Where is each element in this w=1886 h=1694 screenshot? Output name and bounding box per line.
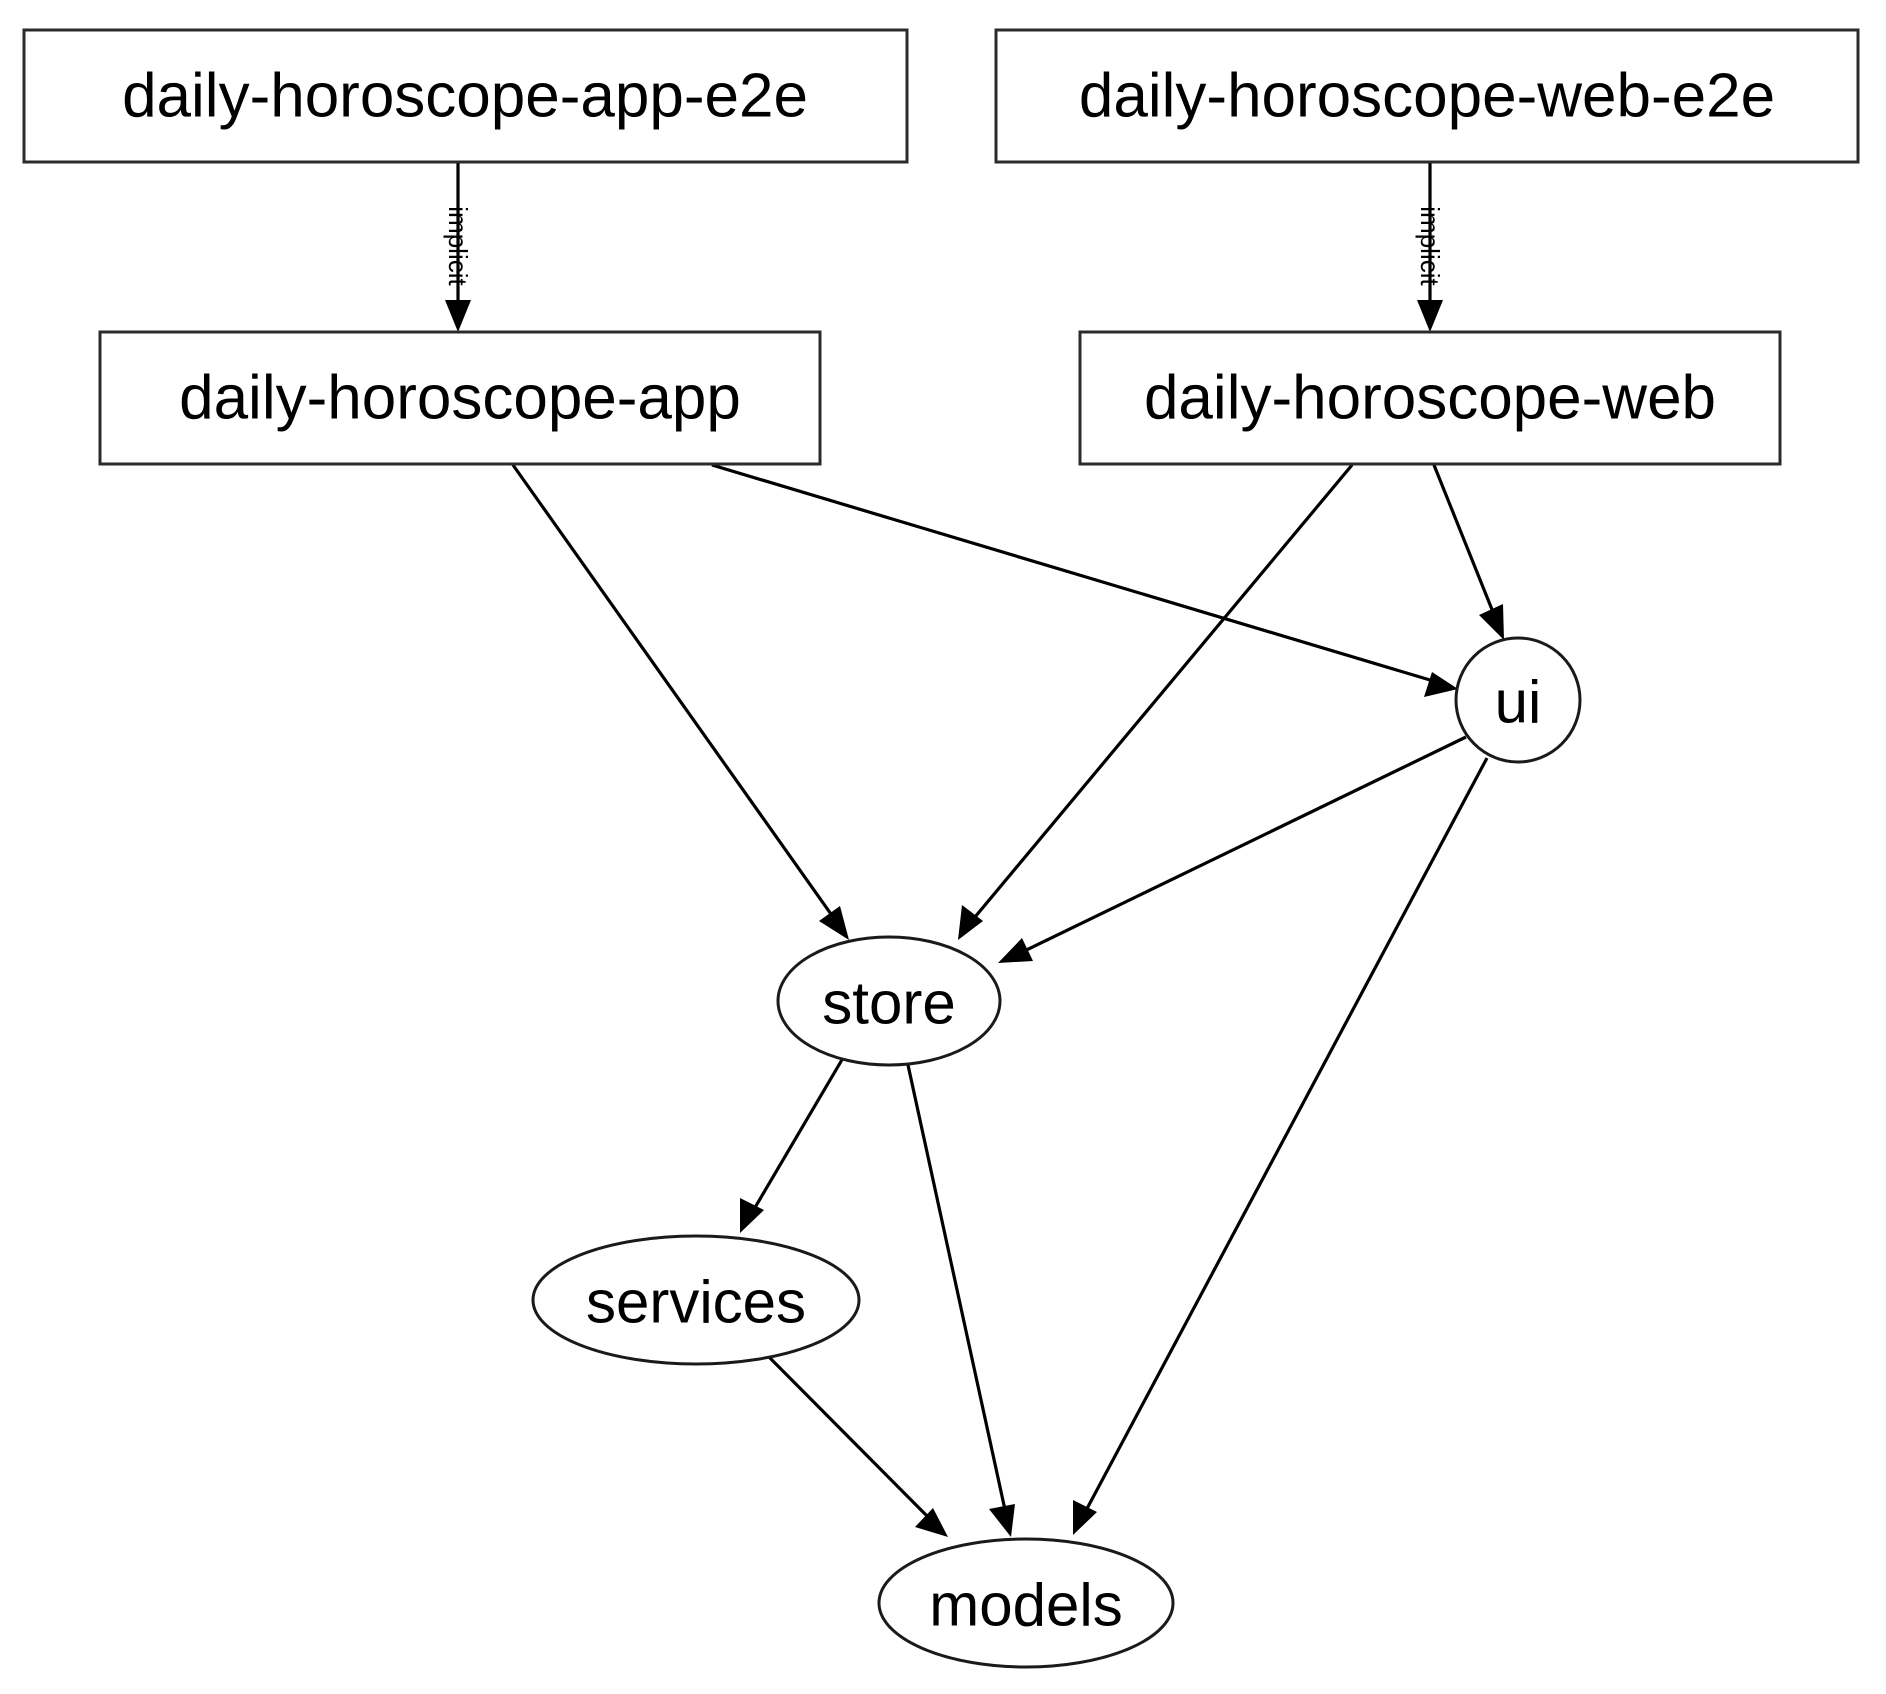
arrowhead-icon bbox=[958, 905, 983, 940]
node-label: store bbox=[822, 970, 955, 1037]
node-daily-horoscope-web[interactable]: daily-horoscope-web bbox=[1078, 330, 1782, 466]
edge-ui-to-store bbox=[998, 735, 1467, 963]
edge-label-app-implicit: implicit bbox=[443, 206, 473, 286]
edge-web-to-ui bbox=[1432, 464, 1504, 640]
arrowhead-icon bbox=[1417, 300, 1443, 332]
node-box[interactable] bbox=[994, 28, 1860, 164]
node-shape[interactable] bbox=[877, 1537, 1175, 1669]
arrowhead-icon bbox=[1424, 672, 1458, 697]
node-label: services bbox=[586, 1269, 806, 1336]
edge-store-to-services bbox=[740, 1057, 845, 1233]
arrowhead-icon bbox=[1479, 604, 1504, 640]
edge-line bbox=[1015, 735, 1467, 957]
arrowhead-icon bbox=[1073, 1500, 1097, 1535]
nodes-layer: daily-horoscope-app-e2e daily-horoscope-… bbox=[22, 28, 1860, 1669]
node-label: daily-horoscope-app bbox=[179, 364, 741, 433]
edge-line bbox=[1432, 464, 1499, 623]
arrowhead-icon bbox=[819, 906, 849, 940]
node-label: ui bbox=[1495, 669, 1542, 736]
edge-app-to-store bbox=[511, 464, 849, 940]
node-daily-horoscope-web-e2e[interactable]: daily-horoscope-web-e2e bbox=[994, 28, 1860, 164]
node-models[interactable]: models bbox=[877, 1537, 1175, 1669]
node-shape[interactable] bbox=[1454, 636, 1582, 764]
arrowhead-icon bbox=[445, 300, 471, 332]
node-label: models bbox=[929, 1572, 1122, 1639]
edge-line bbox=[968, 463, 1354, 925]
edge-line bbox=[906, 1064, 1009, 1520]
node-daily-horoscope-app[interactable]: daily-horoscope-app bbox=[98, 330, 822, 466]
edge-label-web-implicit: implicit bbox=[1415, 206, 1445, 286]
edges-layer bbox=[445, 163, 1504, 1537]
edge-line bbox=[511, 464, 840, 925]
edge-line bbox=[748, 1057, 845, 1217]
node-box[interactable] bbox=[22, 28, 909, 164]
edge-labels-layer: implicit implicit bbox=[443, 206, 1445, 286]
arrowhead-icon bbox=[989, 1504, 1015, 1537]
node-label: daily-horoscope-app-e2e bbox=[122, 62, 808, 131]
node-services[interactable]: services bbox=[531, 1234, 861, 1366]
node-label: daily-horoscope-web-e2e bbox=[1079, 62, 1775, 131]
arrowhead-icon bbox=[915, 1508, 948, 1537]
node-box[interactable] bbox=[98, 330, 822, 466]
edge-line bbox=[711, 463, 1441, 685]
arrowhead-icon bbox=[998, 938, 1033, 963]
edge-web-to-store bbox=[958, 463, 1354, 940]
node-ui[interactable]: ui bbox=[1454, 636, 1582, 764]
edge-line bbox=[1080, 757, 1489, 1519]
edge-services-to-models bbox=[765, 1353, 948, 1537]
edge-app-to-ui bbox=[711, 463, 1458, 697]
node-shape[interactable] bbox=[776, 935, 1002, 1067]
node-box[interactable] bbox=[1078, 330, 1782, 466]
node-label: daily-horoscope-web bbox=[1144, 364, 1716, 433]
node-store[interactable]: store bbox=[776, 935, 1002, 1067]
edge-store-to-models bbox=[906, 1064, 1015, 1537]
node-shape[interactable] bbox=[531, 1234, 861, 1366]
edge-app-e2e-to-app bbox=[445, 163, 471, 332]
edge-web-e2e-to-web bbox=[1417, 163, 1443, 332]
arrowhead-icon bbox=[740, 1198, 764, 1233]
node-daily-horoscope-app-e2e[interactable]: daily-horoscope-app-e2e bbox=[22, 28, 909, 164]
edge-line bbox=[765, 1353, 936, 1525]
edge-ui-to-models bbox=[1073, 757, 1489, 1535]
